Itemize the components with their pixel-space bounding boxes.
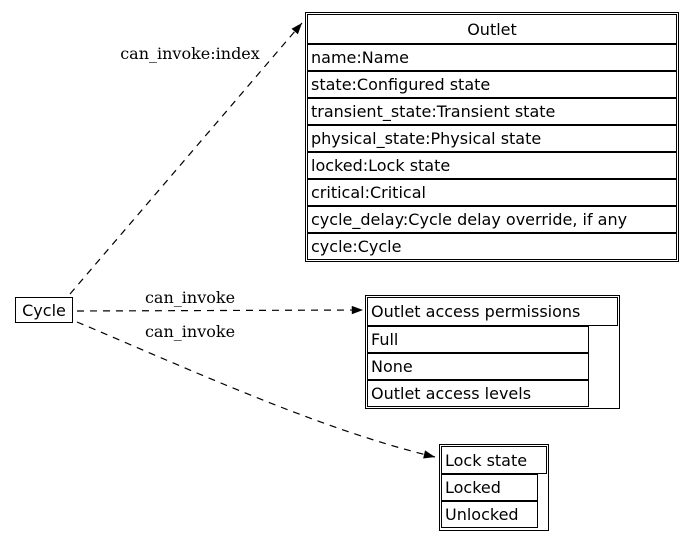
outlet-table-title: Outlet bbox=[307, 14, 677, 44]
table-row: Unlocked bbox=[441, 501, 538, 528]
node-permissions-table: Outlet access permissions Full None Outl… bbox=[365, 295, 620, 409]
table-row: transient_state:Transient state bbox=[307, 98, 677, 125]
table-row: None bbox=[367, 353, 589, 380]
permissions-table-title: Outlet access permissions bbox=[367, 297, 618, 326]
lock-table-body: Locked Unlocked bbox=[441, 474, 538, 528]
table-row: Locked bbox=[441, 474, 538, 501]
edge-label-can-invoke-lock: can_invoke bbox=[144, 322, 236, 341]
table-row: state:Configured state bbox=[307, 71, 677, 98]
table-row: Full bbox=[367, 326, 589, 353]
table-row: physical_state:Physical state bbox=[307, 125, 677, 152]
permissions-table-body: Full None Outlet access levels bbox=[367, 326, 589, 407]
node-cycle-label: Cycle bbox=[22, 300, 66, 320]
node-outlet-table: Outlet name:Name state:Configured state … bbox=[305, 12, 679, 262]
table-row: critical:Critical bbox=[307, 179, 677, 206]
table-row: locked:Lock state bbox=[307, 152, 677, 179]
table-row: name:Name bbox=[307, 44, 677, 71]
edge-label-can-invoke-permissions: can_invoke bbox=[144, 288, 236, 307]
lock-table-title: Lock state bbox=[441, 446, 547, 474]
edge-can-invoke-permissions bbox=[76, 305, 364, 315]
table-row: Outlet access levels bbox=[367, 380, 589, 407]
node-lock-table: Lock state Locked Unlocked bbox=[439, 444, 549, 531]
edge-label-can-invoke-index: can_invoke:index bbox=[120, 44, 260, 63]
outlet-table-body: name:Name state:Configured state transie… bbox=[307, 44, 677, 260]
edge-can-invoke-index bbox=[69, 22, 303, 295]
table-row: cycle_delay:Cycle delay override, if any bbox=[307, 206, 677, 233]
table-row: cycle:Cycle bbox=[307, 233, 677, 260]
node-cycle: Cycle bbox=[15, 297, 73, 323]
